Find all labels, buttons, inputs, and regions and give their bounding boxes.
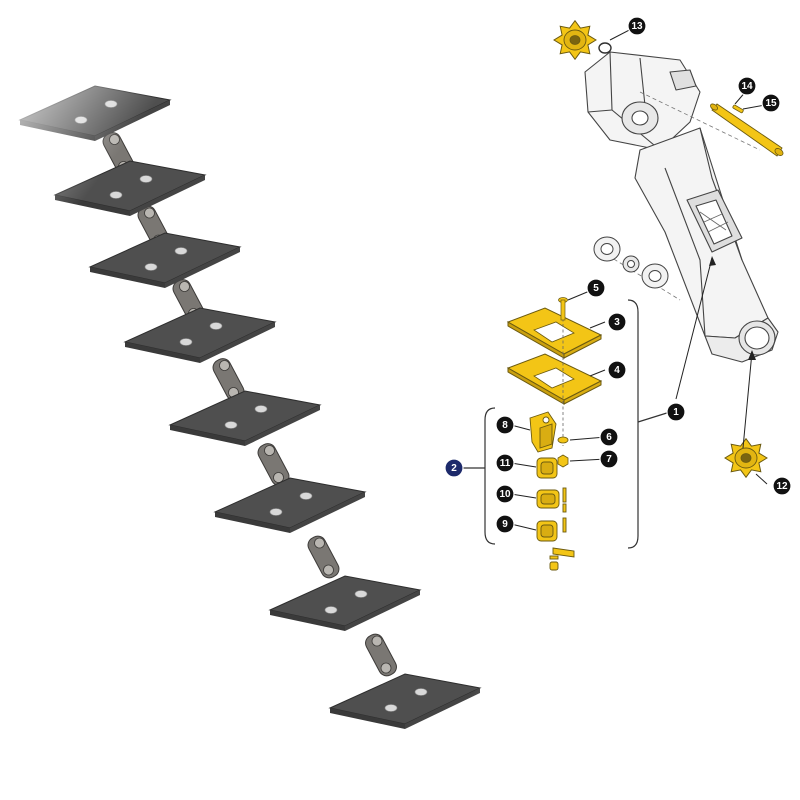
callout-roller-link: 11: [495, 453, 515, 473]
callout-label: 7: [606, 454, 612, 465]
callout-label: 8: [502, 420, 508, 431]
bearing-flange-left: [593, 236, 621, 262]
callout-label: 12: [776, 481, 788, 492]
callout-upper-sprocket: 13: [627, 16, 647, 36]
arrowheads: [709, 256, 756, 360]
callout-attachment-link: 8: [495, 415, 515, 435]
sprocket-icon: [724, 437, 768, 479]
callout-label: 2: [451, 463, 457, 474]
callout-label: 15: [765, 98, 777, 109]
callout-lower-paddle: 4: [607, 360, 627, 380]
callout-washer: 6: [599, 427, 619, 447]
callout-nut: 7: [599, 449, 619, 469]
callout-shaft-key: 15: [761, 93, 781, 113]
bearing-insert: [622, 255, 640, 273]
callout-label: 5: [593, 283, 599, 294]
callout-label: 4: [614, 365, 620, 376]
nut-icon: [557, 454, 569, 468]
chain-link-icon: [529, 411, 575, 571]
callout-label: 1: [673, 407, 679, 418]
washer-icon: [557, 436, 569, 444]
callout-label: 10: [499, 489, 511, 500]
callout-label: 6: [606, 432, 612, 443]
callout-connecting-link: 9: [495, 514, 515, 534]
callout-drive-shaft: 14: [737, 76, 757, 96]
callout-label: 3: [614, 317, 620, 328]
callout-label: 9: [502, 519, 508, 530]
elevator-housing-drawing: [584, 51, 779, 363]
paddle-icon: [506, 307, 603, 405]
callout-upper-paddle: 3: [607, 312, 627, 332]
shaft-icon: [710, 103, 784, 157]
shaft-key-icon: [732, 104, 744, 114]
bearing-flange-right: [641, 263, 669, 289]
assembly-brackets: [463, 299, 671, 549]
snap-ring-icon: [598, 42, 612, 54]
callout-paddle-bolt: 5: [586, 278, 606, 298]
sprocket-icon: [553, 19, 597, 61]
callout-offset-link: 10: [495, 484, 515, 504]
chain-fade-overlay: [0, 40, 560, 800]
callout-label: 13: [631, 21, 643, 32]
callout-label: 11: [500, 458, 511, 469]
bolt-icon: [558, 297, 568, 446]
callout-label: 14: [741, 81, 753, 92]
callout-elevator-housing: 1: [666, 402, 686, 422]
callout-chain-assembly: 2: [444, 458, 464, 478]
callout-lower-sprocket: 12: [772, 476, 792, 496]
